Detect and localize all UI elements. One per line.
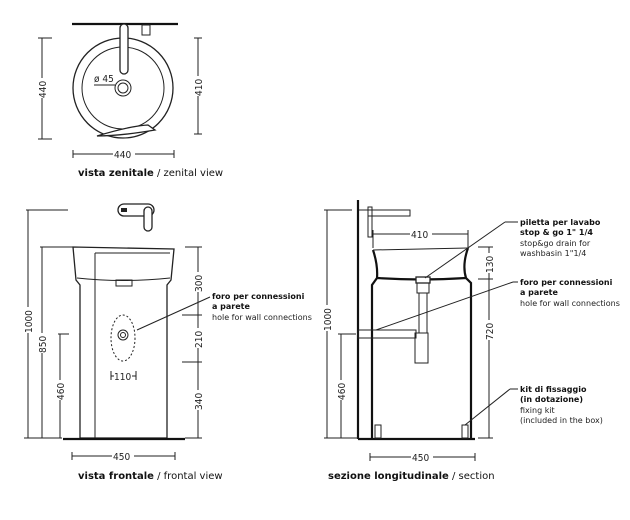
dim-basin-depth-label: 130 [485,256,496,273]
dim-width-label: 450 [412,453,429,464]
note-drain-en-2: washbasin 1"1/4 [520,249,586,258]
spout [359,209,411,217]
dim-hole-height-label: 460 [56,383,67,400]
note-kit-it-2: (in dotazione) [520,395,583,404]
dim-bottom-label: 340 [194,393,205,410]
drain-outer [114,79,132,97]
top-view-caption: vista zenitale / zenital view [78,168,223,179]
note-hole-en: hole for wall connections [520,299,620,308]
note-drain-en-1: stop&go drain for [520,239,591,248]
dim-height-label: 850 [38,336,49,353]
dim-hole-width-label: 110 [114,372,131,383]
wall-hole-outline [110,314,136,362]
note-hole-it-2: a parete [212,302,251,311]
dim-lower-label: 720 [485,323,496,340]
dim-width-label: 440 [114,150,131,161]
mixer-lever [143,206,153,232]
trap [414,332,429,364]
drain [415,276,431,284]
dim-basin-width-label: 410 [411,230,428,241]
front-view: 110 1000 850 460 300 210 340 450 foro pe… [23,203,312,482]
note-drain-it-1: piletta per lavabo [520,218,601,227]
top-view: ø 45 440 410 440 vista zenitale / zenita… [37,22,223,179]
dim-width-label: 450 [113,452,130,463]
note-hole-it-2: a parete [520,288,559,297]
note-kit-en-1: fixing kit [520,406,555,415]
dim-basin-label: 410 [194,79,205,96]
drain-diameter-label: ø 45 [94,74,114,85]
dim-hole-height-label: 460 [337,383,348,400]
dim-total-label: 1000 [323,308,334,331]
section-view: 410 1000 460 130 720 450 piletta per lav… [322,200,620,482]
faucet-spout [119,23,129,75]
dim-top-label: 300 [194,275,205,292]
dim-depth-label: 440 [38,81,49,98]
note-drain-it-2: stop & go 1" 1/4 [520,228,593,237]
wall-pipe [357,329,417,339]
pedestal-basin [72,246,175,439]
basin-foot [96,124,157,137]
drain-inner [117,82,129,94]
wall-valve [141,24,151,36]
dim-mid-label: 210 [194,331,205,348]
section-view-caption: sezione longitudinale / section [328,471,495,482]
note-hole-en: hole for wall connections [212,313,312,322]
dim-total-label: 1000 [24,310,35,333]
note-kit-it-1: kit di fissaggio [520,385,587,394]
note-hole-it-1: foro per connessioni [212,292,305,301]
note-kit-en-2: (included in the box) [520,416,603,425]
note-hole-it-1: foro per connessioni [520,278,613,287]
front-view-caption: vista frontale / frontal view [78,471,223,482]
